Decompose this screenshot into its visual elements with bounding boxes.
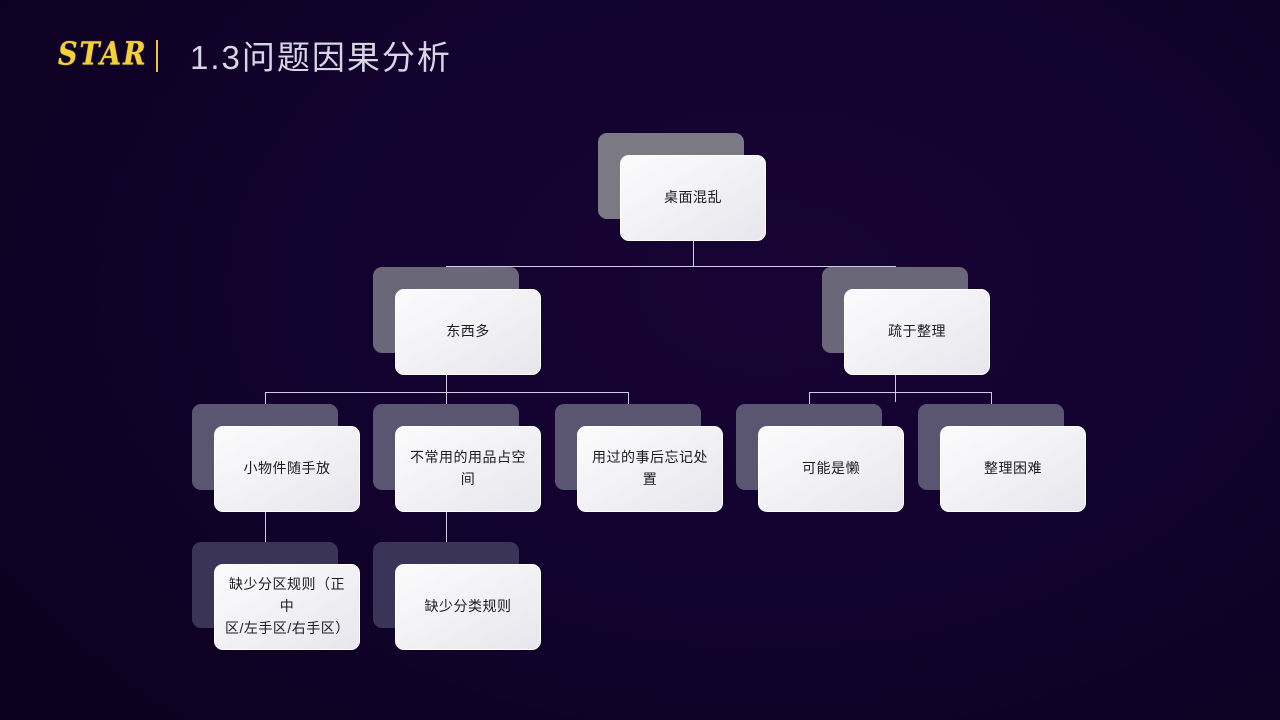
tree-node-label: 用过的事后忘记处置 [592,449,708,487]
tree-node[interactable]: 小物件随手放 [192,404,360,512]
tree-node-card[interactable]: 整理困难 [940,426,1086,512]
header-divider [156,40,158,72]
connector-level3-right-bar [809,392,991,393]
tree-node[interactable]: 用过的事后忘记处置 [555,404,723,512]
tree-node-card[interactable]: 用过的事后忘记处置 [577,426,723,512]
tree-node-label: 整理困难 [984,460,1042,477]
connector-root-drop [693,241,694,267]
tree-node-label: 东西多 [446,323,490,340]
star-logo: STAR [58,36,148,73]
tree-node[interactable]: 缺少分类规则 [373,542,541,650]
tree-node-card[interactable]: 缺少分类规则 [395,564,541,650]
tree-node[interactable]: 可能是懒 [736,404,904,512]
connector-l2a-drop [446,375,447,402]
tree-node-label: 不常用的用品占空间 [410,449,526,487]
tree-node[interactable]: 疏于整理 [822,267,990,375]
tree-node-label: 可能是懒 [802,460,860,477]
tree-node-card[interactable]: 疏于整理 [844,289,990,375]
tree-node[interactable]: 东西多 [373,267,541,375]
tree-node[interactable]: 桌面混乱 [598,133,766,241]
tree-node-card[interactable]: 小物件随手放 [214,426,360,512]
tree-node-card[interactable]: 东西多 [395,289,541,375]
tree-node-label: 桌面混乱 [664,189,722,206]
tree-node-label: 缺少分区规则（正中 区/左手区/右手区） [225,576,350,636]
tree-node-label: 小物件随手放 [243,460,331,477]
connector-level3-left-bar [265,392,628,393]
tree-node-card[interactable]: 桌面混乱 [620,155,766,241]
tree-node[interactable]: 整理困难 [918,404,1086,512]
tree-node-card[interactable]: 缺少分区规则（正中 区/左手区/右手区） [214,564,360,650]
tree-node[interactable]: 不常用的用品占空间 [373,404,541,512]
slide-header: STAR 1.3问题因果分析 [0,0,1280,108]
tree-node-label: 缺少分类规则 [424,598,512,615]
tree-node-label: 疏于整理 [888,323,946,340]
page-title: 1.3问题因果分析 [190,39,452,76]
tree-node-card[interactable]: 可能是懒 [758,426,904,512]
tree-node-card[interactable]: 不常用的用品占空间 [395,426,541,512]
connector-l2b-drop [895,375,896,402]
tree-node[interactable]: 缺少分区规则（正中 区/左手区/右手区） [192,542,360,650]
